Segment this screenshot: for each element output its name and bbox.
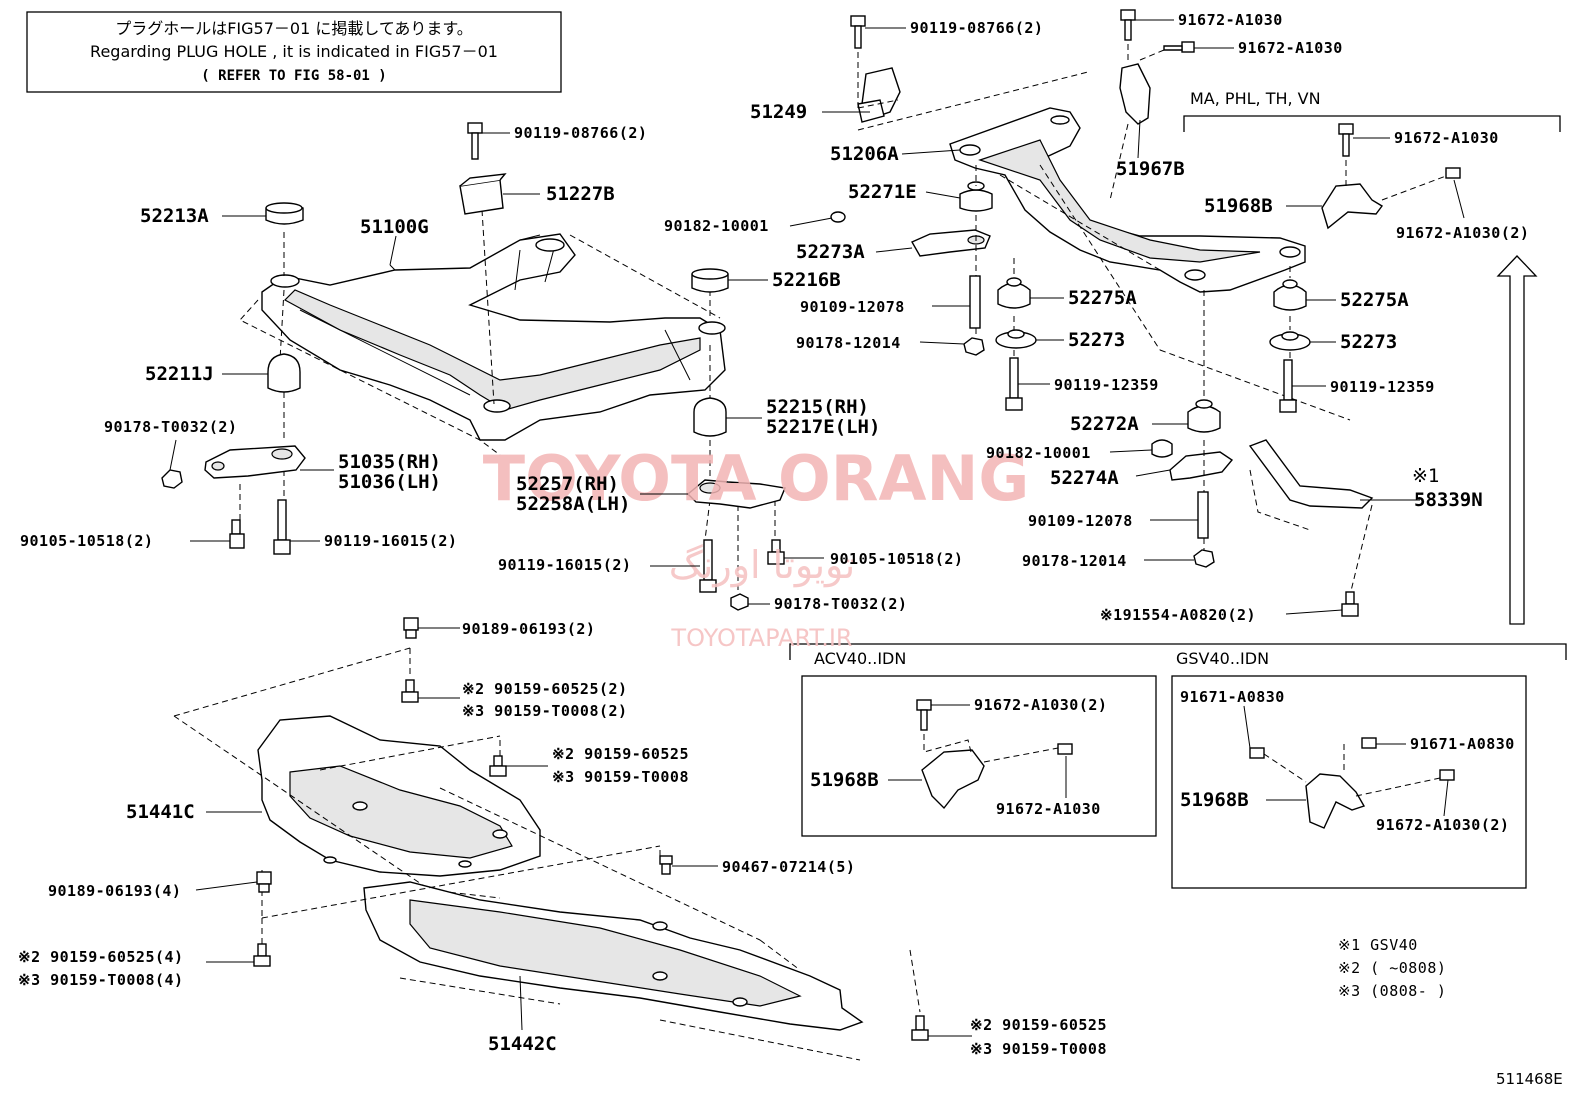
callout-52273A: 52273A — [796, 241, 865, 263]
callout-90159-60525-b: ※2 90159-60525 — [552, 745, 689, 763]
legend-note-1: ※1 GSV40 — [1338, 936, 1418, 954]
callout-52215: 52215(RH) — [766, 396, 869, 418]
watermark: TOYOTA ORANG تویوتا اورنگ TOYOTAPART.IR — [483, 442, 1029, 652]
callout-90159-60525-c: ※2 90159-60525(4) — [18, 948, 184, 966]
callout-52272A: 52272A — [1070, 413, 1139, 435]
callout-51249: 51249 — [750, 101, 807, 123]
callout-gsv-91671-A0830-b: 91671-A0830 — [1410, 735, 1515, 753]
legend: ※1 GSV40 ※2 ( ~0808) ※3 (0808- ) — [1338, 936, 1446, 1000]
callout-51968B-ma: 51968B — [1204, 195, 1273, 217]
callout-52213A: 52213A — [140, 205, 209, 227]
callout-gsv-51968B: 51968B — [1180, 789, 1249, 811]
leader-lines — [169, 19, 1465, 1037]
callout-90119-08766-mid: 90119-08766(2) — [514, 124, 647, 142]
callout-90159-60525-a: ※2 90159-60525(2) — [462, 680, 628, 698]
callout-acv-91672-A1030: 91672-A1030 — [996, 800, 1101, 818]
callout-90109-12078-a: 90109-12078 — [800, 298, 905, 316]
guide-lines-left — [239, 209, 776, 590]
callout-51206A: 51206A — [830, 143, 899, 165]
notice-line-2: Regarding PLUG HOLE , it is indicated in… — [90, 42, 498, 61]
callout-52275A-b: 52275A — [1340, 289, 1409, 311]
callout-51036: 51036(LH) — [338, 471, 441, 493]
callout-52217E: 52217E(LH) — [766, 416, 880, 438]
callout-91554-A0820: ※191554-A0820(2) — [1100, 606, 1256, 624]
callout-91672-A1030-ma2: 91672-A1030(2) — [1396, 224, 1529, 242]
watermark-url: TOYOTAPART.IR — [670, 624, 852, 652]
callout-90159-60525-d: ※2 90159-60525 — [970, 1016, 1107, 1034]
callout-52274A: 52274A — [1050, 467, 1119, 489]
acv40-box — [801, 675, 1157, 837]
callout-91672-A1030-a: 91672-A1030 — [1178, 11, 1283, 29]
figure-id: 511468E — [1496, 1070, 1563, 1088]
callout-51442C: 51442C — [488, 1033, 557, 1055]
callout-52257: 52257(RH) — [516, 473, 619, 495]
callout-90105-10518-mid: 90105-10518(2) — [830, 550, 963, 568]
callout-90119-16015-left: 90119-16015(2) — [324, 532, 457, 550]
callout-90105-10518-left: 90105-10518(2) — [20, 532, 153, 550]
gsv40-box — [1171, 675, 1527, 889]
callout-90189-06193-top: 90189-06193(2) — [462, 620, 595, 638]
notice-line-3: ( REFER TO FIG 58-01 ) — [201, 68, 386, 84]
callout-acv-91672-A1030-2: 91672-A1030(2) — [974, 696, 1107, 714]
callout-90159-T0008-b: ※3 90159-T0008 — [552, 768, 689, 786]
callout-51967B: 51967B — [1116, 158, 1185, 180]
callout-51035: 51035(RH) — [338, 451, 441, 473]
callout-90119-08766-top: 90119-08766(2) — [910, 19, 1043, 37]
callout-90119-12359-a: 90119-12359 — [1054, 376, 1159, 394]
callout-acv-51968B: 51968B — [810, 769, 879, 791]
callout-51227B: 51227B — [546, 183, 615, 205]
callout-90189-06193-left: 90189-06193(4) — [48, 882, 181, 900]
callout-90178-T0032-left: 90178-T0032(2) — [104, 418, 237, 436]
callout-labels: 90119-08766(2) 51249 51206A 91672-A1030 … — [18, 11, 1529, 1058]
callout-90178-T0032-mid: 90178-T0032(2) — [774, 595, 907, 613]
callout-91672-A1030-ma1: 91672-A1030 — [1394, 129, 1499, 147]
notice-box: プラグホールはFIG57－01 に掲載してあります。 Regarding PLU… — [26, 11, 562, 93]
rear-crossmember-51206A — [850, 9, 1351, 421]
callout-90178-12014-a: 90178-12014 — [796, 334, 901, 352]
callout-52216B: 52216B — [772, 269, 841, 291]
legend-note-3: ※3 (0808- ) — [1338, 982, 1446, 1000]
section-arrow — [1496, 255, 1538, 625]
callout-52273-a: 52273 — [1068, 329, 1125, 351]
callout-90119-12359-b: 90119-12359 — [1330, 378, 1435, 396]
part-shapes-mid — [830, 165, 1374, 617]
callout-90467-07214: 90467-07214(5) — [722, 858, 855, 876]
callout-51441C: 51441C — [126, 801, 195, 823]
front-suspension-crossmember-51100G — [261, 233, 726, 441]
callout-91672-A1030-b: 91672-A1030 — [1238, 39, 1343, 57]
callout-52271E: 52271E — [848, 181, 917, 203]
callout-gsv-91671-A0830-a: 91671-A0830 — [1180, 688, 1285, 706]
acv40-section-label: ACV40..IDN — [814, 649, 906, 668]
callout-90119-16015-mid: 90119-16015(2) — [498, 556, 631, 574]
callout-90159-T0008-d: ※3 90159-T0008 — [970, 1040, 1107, 1058]
callout-52211J: 52211J — [145, 363, 214, 385]
variant-sections: ACV40..IDN GSV40..IDN — [789, 643, 1567, 889]
callout-52258A: 52258A(LH) — [516, 493, 630, 515]
callout-51100G: 51100G — [360, 216, 429, 238]
callout-52275A-a: 52275A — [1068, 287, 1137, 309]
watermark-brand: TOYOTA ORANG — [483, 442, 1029, 515]
callout-mark1: ※1 — [1412, 465, 1439, 487]
callout-90109-12078-b: 90109-12078 — [1028, 512, 1133, 530]
engine-under-covers — [173, 617, 929, 1061]
callout-58339N: 58339N — [1414, 489, 1483, 511]
callout-90182-10001-b: 90182-10001 — [986, 444, 1091, 462]
part-shapes-left — [161, 122, 786, 611]
callout-90178-12014-b: 90178-12014 — [1022, 552, 1127, 570]
region-group-ma-phl-th-vn: MA, PHL, TH, VN — [1183, 89, 1561, 230]
notice-line-1: プラグホールはFIG57－01 に掲載してあります。 — [115, 19, 473, 38]
gsv40-section-label: GSV40..IDN — [1176, 649, 1269, 668]
callout-gsv-91672-A1030-2: 91672-A1030(2) — [1376, 816, 1509, 834]
callout-90182-10001-a: 90182-10001 — [664, 217, 769, 235]
legend-note-2: ※2 ( ~0808) — [1338, 959, 1446, 977]
callout-90159-T0008-c: ※3 90159-T0008(4) — [18, 971, 184, 989]
callout-52273-b: 52273 — [1340, 331, 1397, 353]
callout-90159-T0008-a: ※3 90159-T0008(2) — [462, 702, 628, 720]
region-codes-label: MA, PHL, TH, VN — [1190, 89, 1321, 108]
